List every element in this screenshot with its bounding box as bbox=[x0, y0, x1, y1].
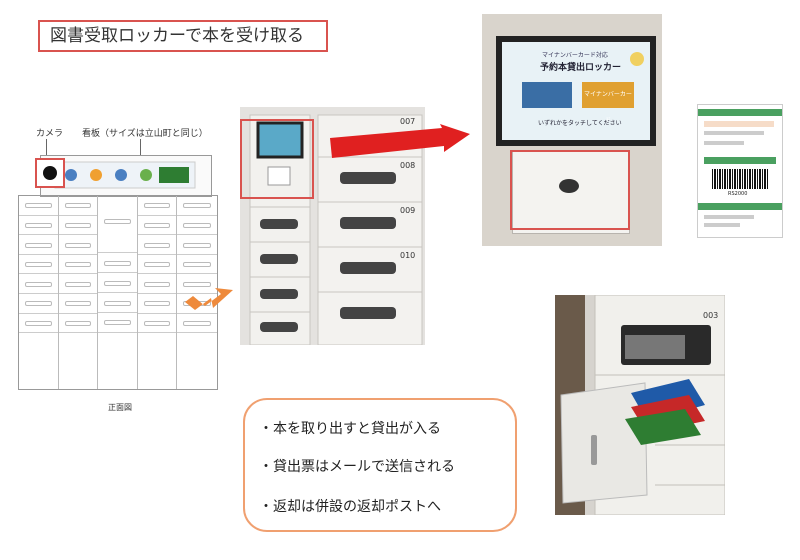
kiosk-screen-line1: マイナンバーカード対応 bbox=[542, 52, 608, 59]
sign-label: 看板（サイズは立山町と同じ） bbox=[82, 129, 208, 139]
kiosk-mynumber-button[interactable]: マイナンバーカード bbox=[582, 82, 634, 124]
locker-number: 003 bbox=[703, 311, 719, 320]
mascot-icon bbox=[630, 52, 644, 66]
receipt-section-bar bbox=[704, 157, 776, 164]
barcode-number: RS2000 bbox=[728, 191, 748, 197]
locker-number: 007 bbox=[400, 117, 416, 126]
red-arrow-icon bbox=[330, 124, 470, 158]
note-item: ・返却は併設の返却ポストへ bbox=[259, 499, 441, 515]
locker-number: 008 bbox=[400, 161, 416, 170]
camera-leader-line bbox=[46, 139, 47, 159]
page-title: 図書受取ロッカーで本を受け取る bbox=[38, 20, 328, 52]
kiosk-left-button[interactable] bbox=[522, 82, 572, 108]
kiosk-prompt: いずれかをタッチしてください bbox=[538, 120, 622, 127]
open-locker-photo: 003 bbox=[555, 295, 725, 515]
front-view-label: 正面図 bbox=[108, 403, 132, 412]
orange-arrow-icon bbox=[185, 288, 233, 310]
card-reader-highlight bbox=[510, 150, 630, 230]
receipt-line bbox=[704, 223, 740, 227]
sign-illustration bbox=[54, 161, 196, 189]
kiosk-highlight bbox=[240, 119, 314, 199]
receipt-line bbox=[704, 131, 764, 135]
kiosk-screen: マイナンバーカード対応 予約本貸出ロッカー マイナンバーカード いずれかをタッチ… bbox=[496, 36, 656, 146]
receipt-header-bar bbox=[698, 109, 782, 116]
camera-label: カメラ bbox=[36, 129, 64, 139]
camera-icon bbox=[43, 166, 57, 180]
locker-front-drawing bbox=[18, 155, 218, 390]
locker-number: 010 bbox=[400, 251, 416, 260]
camera-highlight bbox=[35, 158, 65, 188]
locker-grid bbox=[18, 195, 218, 390]
locker-number: 009 bbox=[400, 206, 416, 215]
kiosk-photo: マイナンバーカード対応 予約本貸出ロッカー マイナンバーカード いずれかをタッチ… bbox=[482, 14, 662, 246]
note-item: ・本を取り出すと貸出が入る bbox=[259, 421, 441, 437]
barcode-icon bbox=[712, 169, 768, 189]
reader-sensor-icon bbox=[559, 179, 579, 193]
receipt-footer-bar bbox=[698, 203, 782, 210]
receipt-notice bbox=[704, 121, 774, 127]
sign-board bbox=[40, 155, 212, 197]
receipt-line bbox=[704, 141, 744, 145]
receipt-line bbox=[704, 215, 754, 219]
sign-leader-line bbox=[140, 139, 141, 157]
notes-box: ・本を取り出すと貸出が入る ・貸出票はメールで送信される ・返却は併設の返却ポス… bbox=[243, 398, 517, 532]
card-reader-slot[interactable] bbox=[512, 150, 630, 234]
loan-receipt: RS2000 bbox=[697, 104, 783, 238]
note-item: ・貸出票はメールで送信される bbox=[259, 459, 455, 475]
kiosk-screen-title: 予約本貸出ロッカー bbox=[540, 63, 622, 73]
open-locker-illustration bbox=[555, 295, 725, 515]
